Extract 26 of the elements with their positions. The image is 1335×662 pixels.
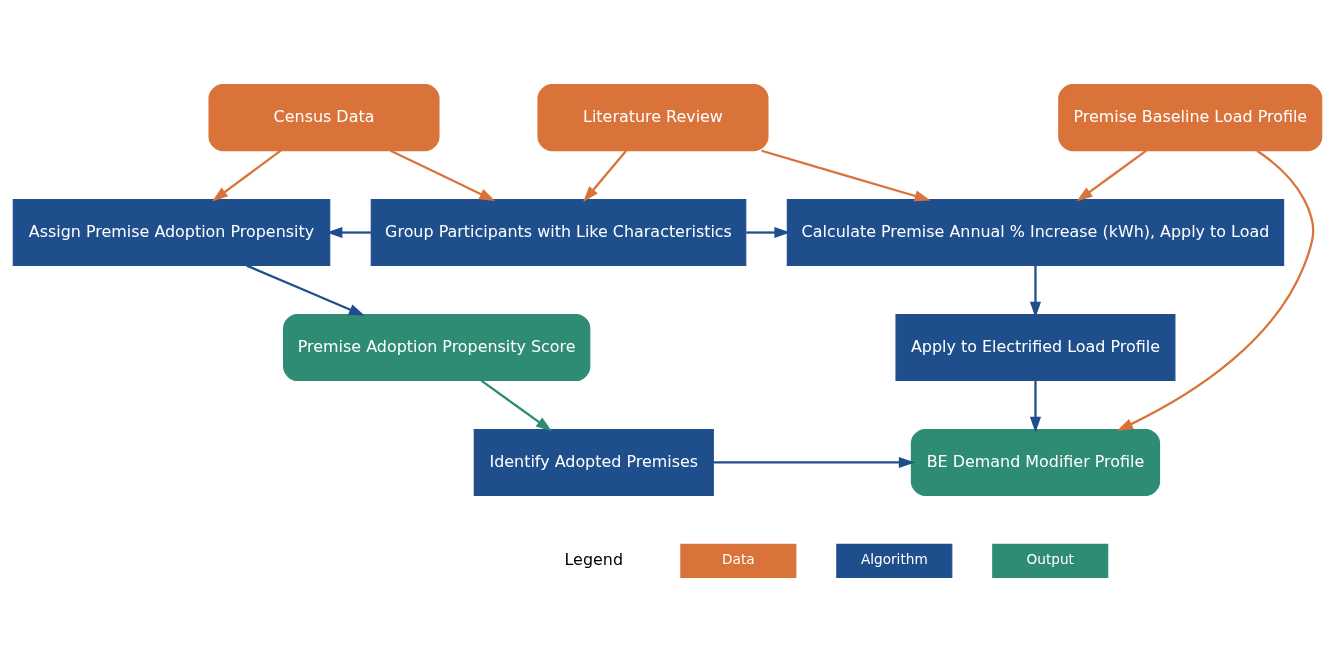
node-box: BE Demand Modifier Profile bbox=[910, 428, 1161, 497]
arrow bbox=[1029, 380, 1042, 433]
arrow bbox=[761, 149, 931, 202]
node-box: Assign Premise Adoption Propensity bbox=[12, 198, 331, 267]
arrow bbox=[1116, 149, 1315, 431]
arrow bbox=[390, 149, 496, 201]
node-box: Identify Adopted Premises bbox=[473, 428, 714, 497]
arrow bbox=[326, 226, 371, 239]
node-box: Calculate Premise Annual % Increase (kWh), Apply to Load bbox=[786, 198, 1285, 267]
node-box: Premise Baseline Load Profile bbox=[1058, 84, 1323, 152]
arrow bbox=[246, 264, 365, 316]
arrow bbox=[583, 149, 628, 202]
node-box: Apply to Electrified Load Profile bbox=[895, 313, 1176, 382]
arrow bbox=[212, 149, 282, 202]
arrow bbox=[480, 379, 552, 432]
arrow bbox=[1076, 149, 1147, 202]
node-box: Premise Adoption Propensity Score bbox=[283, 313, 591, 382]
node-box: Literature Review bbox=[537, 84, 769, 152]
legend-label: Output bbox=[1026, 551, 1074, 568]
arrow bbox=[713, 456, 915, 469]
legend-label: Data bbox=[722, 551, 755, 568]
node-box: Census Data bbox=[208, 84, 440, 152]
node-box: Group Participants with Like Characteristics bbox=[370, 198, 747, 267]
arrow bbox=[746, 226, 791, 239]
label: Legend bbox=[564, 550, 624, 570]
legend-label: Algorithm bbox=[860, 551, 928, 568]
